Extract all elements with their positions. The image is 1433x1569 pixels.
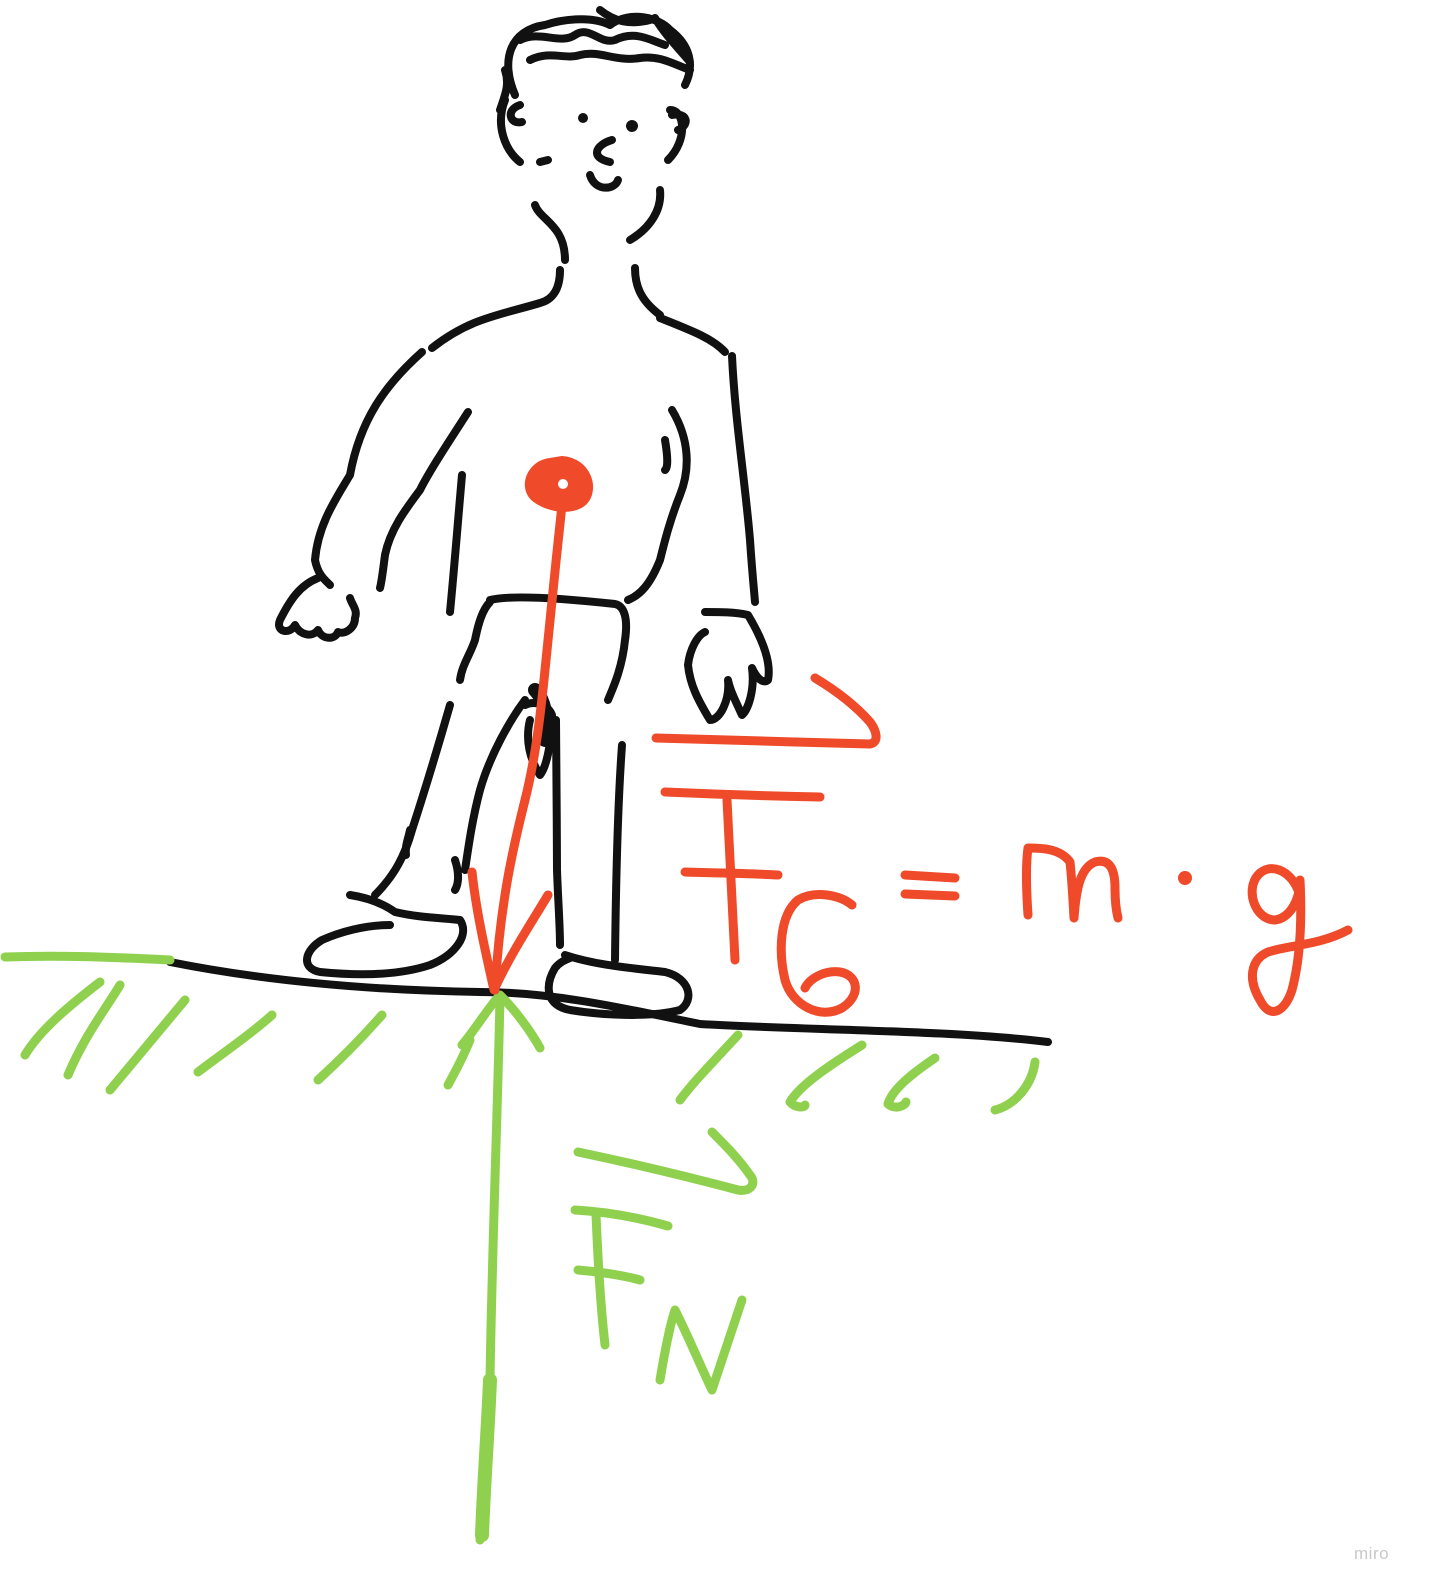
- right-arm-outer: [728, 352, 759, 606]
- hatch: [20, 977, 105, 1060]
- right-eye: [626, 120, 638, 132]
- gravity-G-subscript: [776, 890, 860, 1017]
- hatch: [105, 995, 190, 1095]
- hatch: [193, 1010, 277, 1077]
- normal-F-top-bar: [570, 1205, 673, 1231]
- torso-left-side: [446, 471, 466, 616]
- left-arm-inner: [376, 408, 472, 592]
- hatch: [990, 1057, 1040, 1115]
- gravity-force-shaft: [490, 500, 567, 995]
- miro-watermark: miro: [1354, 1544, 1390, 1563]
- face-outline: [497, 96, 687, 244]
- waistband-left: [456, 598, 494, 684]
- gravity-force-arrowhead: [467, 867, 553, 995]
- hatch: [675, 1030, 743, 1105]
- normal-N-subscript: [655, 1295, 747, 1395]
- ground-line: [166, 958, 1052, 1046]
- normal-F-stem: [591, 1210, 610, 1350]
- normal-force-vector: [457, 990, 758, 1545]
- right-shoulder: [656, 314, 729, 356]
- hatch: [63, 980, 125, 1080]
- left-shoulder: [428, 266, 564, 352]
- normal-force-arrowhead: [457, 990, 545, 1053]
- gravity-F-top-bar: [660, 787, 825, 802]
- nose: [593, 136, 616, 166]
- left-ear: [506, 101, 526, 127]
- right-leg-right-edge: [611, 741, 626, 964]
- hair: [496, 6, 694, 114]
- waistband: [486, 593, 631, 704]
- center-of-mass-hole: [558, 479, 568, 489]
- left-arm-outer: [311, 348, 426, 589]
- left-shoe: [303, 891, 468, 979]
- left-hand: [275, 574, 360, 642]
- normal-force-shaft-thick: [475, 1373, 497, 1542]
- hatch: [785, 1040, 867, 1112]
- gravity-force-vector: [467, 455, 1353, 1017]
- right-ear: [668, 110, 690, 134]
- neck: [531, 201, 664, 319]
- gravity-vector-arrow-over-label: [651, 673, 881, 749]
- normal-F-mid-bar: [573, 1265, 645, 1285]
- gravity-F-stem: [722, 795, 740, 965]
- left-eye: [578, 113, 588, 123]
- right-leg-left-edge: [552, 716, 564, 949]
- gravity-g: [1247, 864, 1353, 1016]
- left-leg-inner: [401, 696, 529, 894]
- person-figure: [166, 6, 1052, 1046]
- hatch: [883, 1053, 940, 1112]
- right-hand: [684, 608, 773, 724]
- ground-surface-left: [0, 951, 175, 965]
- equals-sign: [900, 870, 960, 901]
- hatch: [313, 1010, 387, 1085]
- mass-m: [1022, 843, 1123, 923]
- mouth: [586, 171, 622, 192]
- normal-vector-arrow-over-label: [573, 1127, 758, 1195]
- multiplication-dot: [1178, 871, 1192, 885]
- right-arm-inner: [624, 406, 691, 604]
- left-leg-outer: [371, 701, 454, 899]
- ground-hatching: [0, 951, 1040, 1115]
